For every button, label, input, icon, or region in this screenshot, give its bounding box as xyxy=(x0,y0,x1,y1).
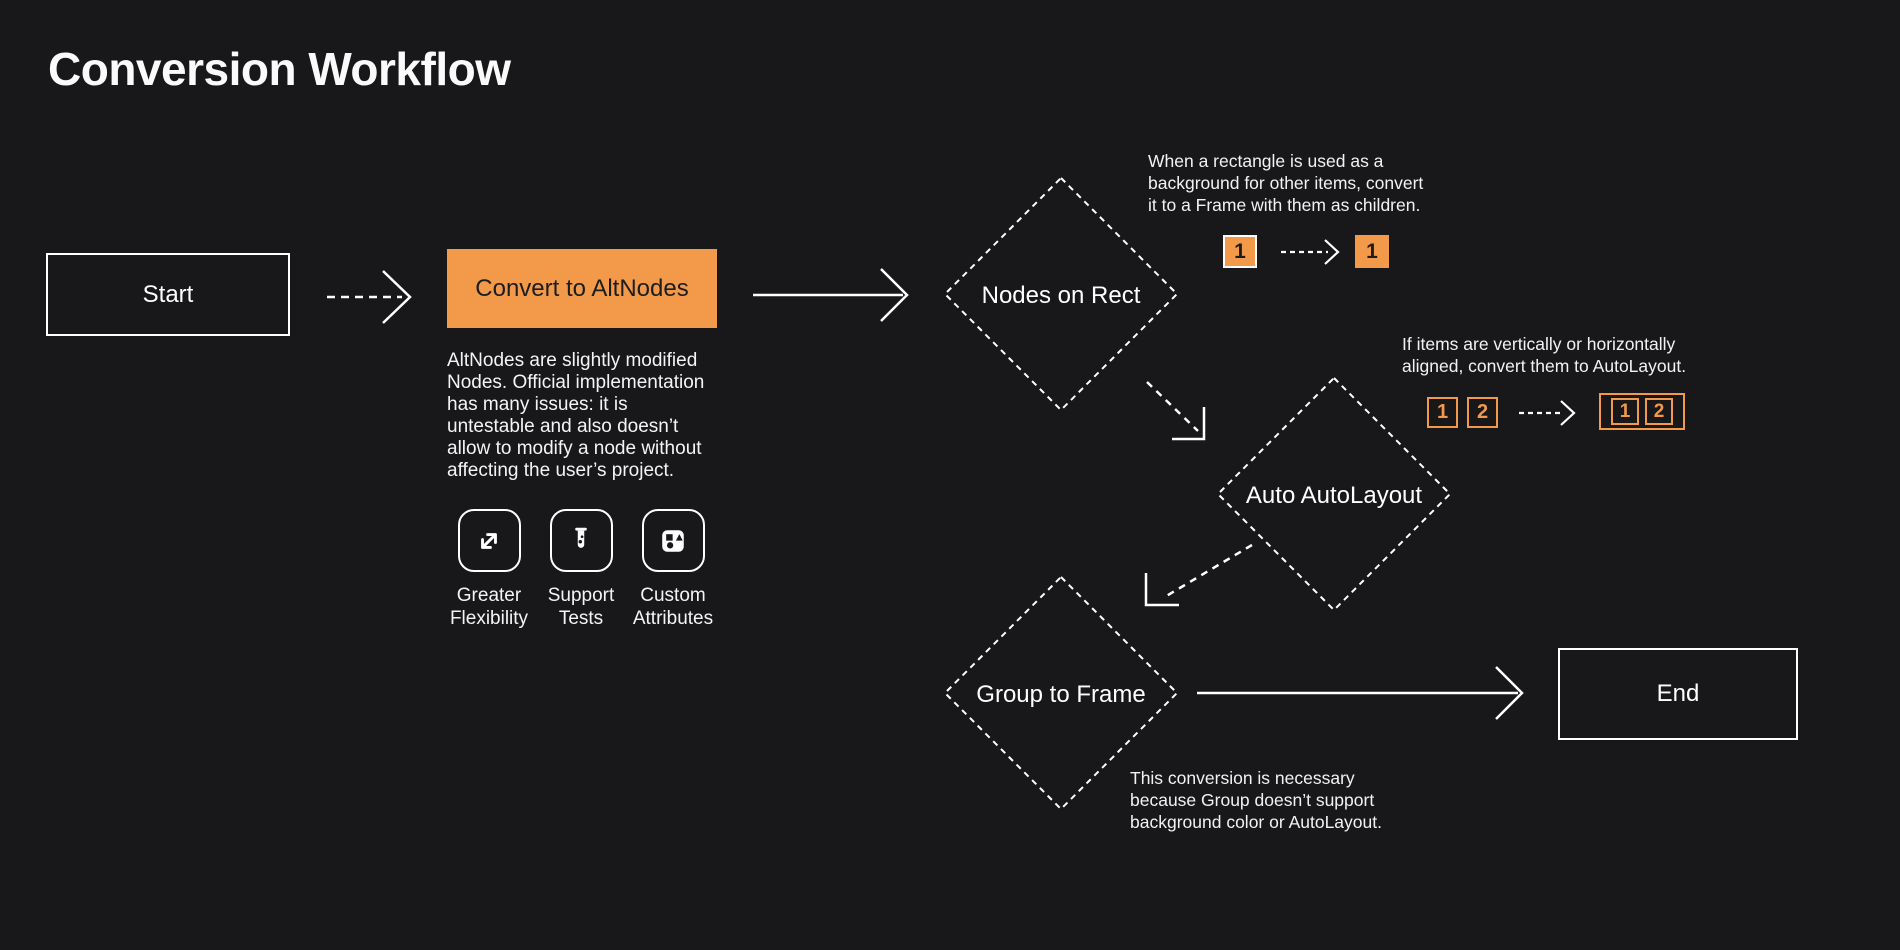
arrow-convert-to-nodes-on-rect xyxy=(753,268,909,322)
altnodes-feature-list: Greater Flexibility Support Tests xyxy=(443,509,719,630)
feature-custom-attributes: Custom Attributes xyxy=(627,509,719,630)
mini-frame-item: 1 xyxy=(1355,235,1389,268)
shapes-icon xyxy=(641,509,705,572)
auto-autolayout-label: Auto AutoLayout xyxy=(1245,482,1423,509)
arrow-nodes-to-autolayout xyxy=(1146,381,1206,441)
auto-autolayout-annotation: If items are vertically or horizontally … xyxy=(1402,334,1687,376)
arrow-mini-rect-to-frame xyxy=(1281,239,1340,265)
mini-item-1: 1 xyxy=(1427,397,1458,428)
feature-support-tests: Support Tests xyxy=(535,509,627,630)
test-tube-icon xyxy=(549,509,613,572)
altnodes-description: AltNodes are slightly modified Nodes. Of… xyxy=(447,350,705,481)
group-to-frame-label: Group to Frame xyxy=(976,681,1146,708)
mini-grouped-item-2: 2 xyxy=(1645,398,1673,425)
page-title: Conversion Workflow xyxy=(48,43,511,95)
arrow-group-to-end xyxy=(1197,666,1524,720)
feature-label: Support Tests xyxy=(547,585,615,629)
mini-grouped-item-1: 1 xyxy=(1611,398,1639,425)
feature-label: Custom Attributes xyxy=(632,585,714,629)
feature-greater-flexibility: Greater Flexibility xyxy=(443,509,535,630)
arrow-mini-items-to-autolayout xyxy=(1519,400,1576,426)
mini-item-2: 2 xyxy=(1467,397,1498,428)
convert-to-altnodes-node: Convert to AltNodes xyxy=(447,249,717,328)
arrow-autolayout-to-group xyxy=(1144,543,1253,607)
end-node: End xyxy=(1558,648,1798,740)
feature-label: Greater Flexibility xyxy=(449,585,529,629)
nodes-on-rect-label: Nodes on Rect xyxy=(981,282,1141,309)
expand-arrows-icon xyxy=(457,509,521,572)
start-node: Start xyxy=(46,253,290,336)
mini-autolayout-group: 1 2 xyxy=(1599,393,1685,430)
arrow-start-to-convert xyxy=(327,270,412,324)
nodes-on-rect-annotation: When a rectangle is used as a background… xyxy=(1148,151,1424,215)
group-to-frame-annotation: This conversion is necessary because Gro… xyxy=(1130,768,1382,832)
mini-rect-item: 1 xyxy=(1223,235,1257,268)
